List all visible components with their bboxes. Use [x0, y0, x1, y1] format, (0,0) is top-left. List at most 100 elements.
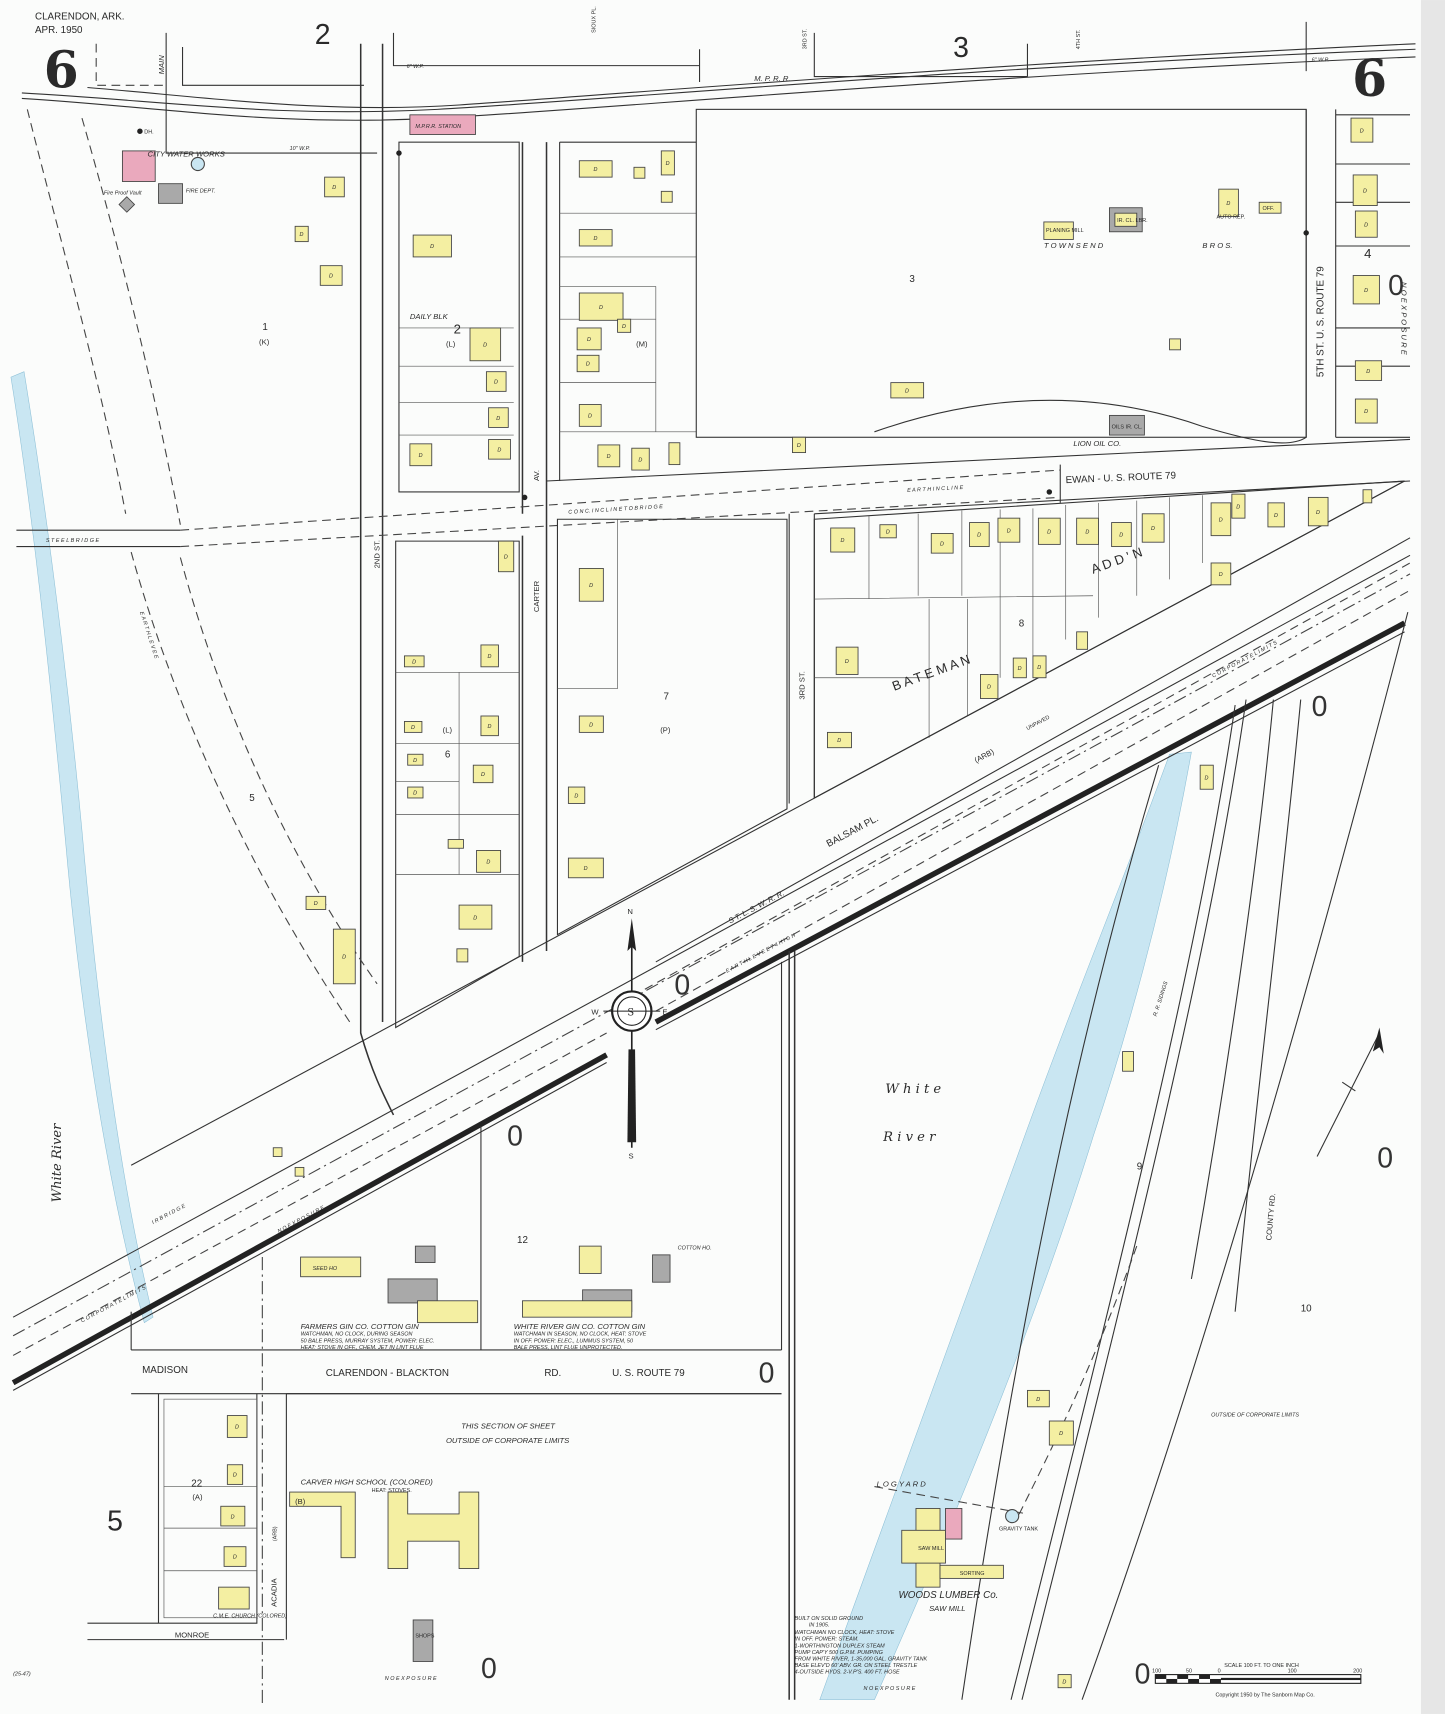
dwelling [1027, 1389, 1050, 1408]
compass-e: E [662, 1007, 667, 1016]
label-clarendon-blackton-rd: CLARENDON - BLACKTON [326, 1368, 449, 1379]
label-seed-house: SEED HO [313, 1266, 338, 1272]
dwelling [879, 524, 897, 539]
compass-rose: S N S E W [591, 907, 667, 1161]
lion-oil-building [1108, 414, 1145, 436]
scale-tick: 50 [1186, 1668, 1192, 1674]
dwelling-label: D [483, 343, 487, 349]
dwelling [567, 786, 586, 804]
block-2-daily [398, 141, 520, 493]
scale-tick: 200 [1353, 1668, 1362, 1674]
block-b-label: (B) [295, 1497, 306, 1506]
dwelling [407, 786, 424, 799]
label-woods-lumber: WOODS LUMBER Co. [898, 1590, 998, 1601]
label-madison: MADISON [142, 1365, 188, 1376]
dwelling-label: D [588, 414, 592, 420]
label-carter: CARTER [532, 580, 541, 612]
dwelling-label: D [231, 1514, 235, 1520]
adjoining-sheet-5: 5 [107, 1505, 123, 1537]
dwelling [272, 1147, 283, 1157]
sheet-number: 6 [44, 40, 79, 99]
block-6-zone: (L) [443, 725, 453, 734]
dwelling [1354, 398, 1378, 424]
fire-dept-building [158, 183, 183, 204]
dwelling-label: D [638, 457, 642, 463]
dwelling-label: D [504, 555, 508, 561]
label-water-pipe: 6" W.P. [1312, 57, 1329, 63]
dwelling-label: D [1018, 666, 1022, 672]
dwelling-label: D [1047, 529, 1051, 535]
dwelling [578, 160, 613, 178]
label-carver-high-school: CARVER HIGH SCHOOL (COLORED) [301, 1477, 434, 1486]
dwelling-label: D [1219, 517, 1223, 523]
dwelling-label: D [1062, 1679, 1066, 1685]
dwelling [226, 1415, 248, 1438]
compass-s: S [628, 1152, 633, 1161]
dwelling [403, 721, 423, 733]
mprr-station [409, 114, 476, 135]
planing-mill [1043, 221, 1074, 240]
dwelling-label: D [299, 232, 303, 238]
boiler-house [945, 1508, 963, 1540]
dwelling [792, 436, 807, 454]
dwelling-label: D [1364, 288, 1368, 294]
dwelling [403, 655, 425, 668]
dwelling [631, 447, 650, 471]
block-12-label: 12 [517, 1235, 528, 1246]
label-no-exposure: N O E X P O S U R E [385, 1676, 437, 1682]
dwelling [488, 407, 509, 428]
label-planing-mill: PLANING MILL [1046, 228, 1084, 234]
block-7-zone: (P) [660, 725, 671, 734]
block-6-label: 6 [445, 750, 451, 761]
note-line: BASE ELEV'D 60' ABV. GR. ON STEEL TRESTL… [795, 1663, 918, 1669]
dwelling [1352, 174, 1378, 206]
dwelling [597, 444, 621, 468]
label-townsend: T O W N S E N D [1044, 241, 1104, 250]
dwelling [1218, 188, 1239, 217]
dwelling [497, 540, 515, 573]
sheet-number-right: 6 [1352, 49, 1387, 108]
label-auto-rep: AUTO REP. [1217, 215, 1246, 221]
block-4-label: 4 [1364, 246, 1371, 261]
dwelling-label: D [1036, 1397, 1040, 1403]
dwelling-label: D [845, 659, 849, 665]
copyright: Copyright 1950 by The Sanborn Map Co. [1215, 1692, 1315, 1698]
exposure-mark: 0 [674, 970, 690, 1002]
white-river-right [819, 751, 1192, 1701]
exposure-mark: 0 [1377, 1142, 1393, 1174]
dwelling [485, 371, 507, 392]
dwelling-label: D [1007, 528, 1011, 534]
label-cotton-house: COTTON HO. [678, 1245, 712, 1251]
dwelling [1210, 502, 1232, 537]
dwelling-label: D [314, 901, 318, 907]
dwelling-label: D [1119, 533, 1123, 539]
dwelling [294, 1166, 305, 1177]
ir-cl-lbr-inner [1114, 212, 1138, 227]
label-saw-mill: SAW MILL [918, 1546, 944, 1552]
dwelling [458, 904, 493, 930]
dwelling [835, 646, 859, 675]
block-7-label: 7 [663, 692, 668, 703]
label-city-water-works: CITY WATER WORKS [148, 149, 226, 158]
dwelling [578, 292, 624, 321]
dwelling-label: D [332, 185, 336, 191]
dwelling [1057, 1674, 1072, 1689]
scale-tick: 0 [1218, 1668, 1221, 1674]
label-5th-st: 5TH ST. U. S. ROUTE 79 [1316, 266, 1327, 377]
label-dh: DH. [144, 129, 154, 135]
note-line: 4-OUTSIDE HYDS. 2-V.P'S. 400 FT. HOSE [795, 1670, 900, 1676]
ewan-road [16, 438, 1411, 548]
scale-tick: 100 [1288, 1668, 1297, 1674]
dwelling [578, 229, 613, 247]
label-white-river-left: White River [50, 1123, 65, 1203]
dwelling-label: D [1219, 572, 1223, 578]
dwelling [223, 1546, 247, 1567]
exposure-mark: 0 [507, 1121, 523, 1153]
dwelling [294, 225, 309, 243]
map-date: APR. 1950 [35, 25, 83, 36]
dwelling-label: D [1364, 222, 1368, 228]
water-tank-icon [190, 156, 205, 172]
dwelling [1032, 655, 1047, 679]
